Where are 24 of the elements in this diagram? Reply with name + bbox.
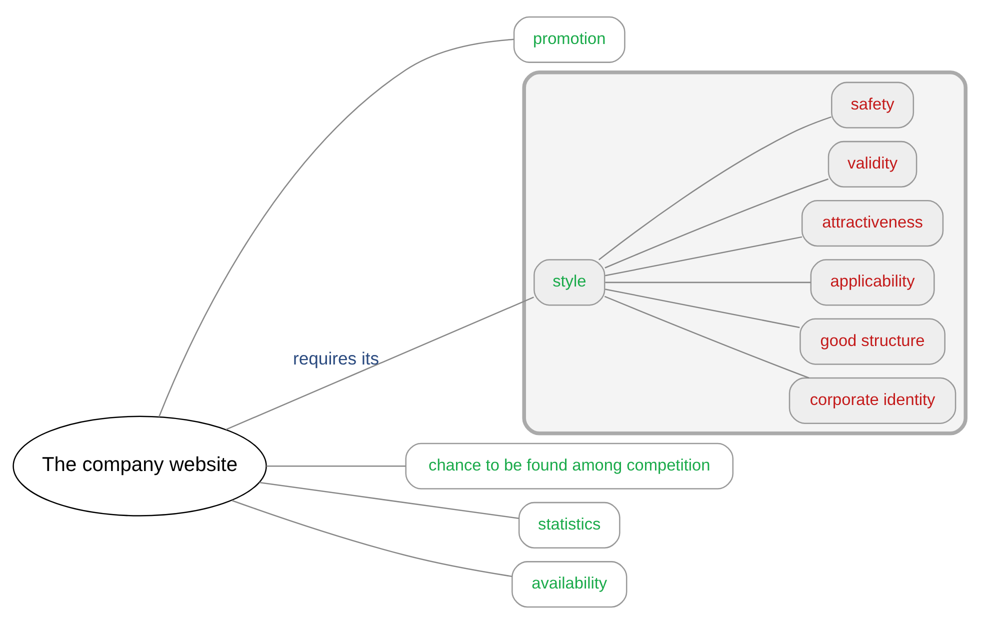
node-ellipse: The company website (12, 415, 267, 516)
connector (266, 464, 406, 466)
cluster (522, 70, 968, 435)
connector (598, 116, 832, 260)
connector (259, 481, 519, 518)
node-box: style (534, 258, 606, 306)
connector (605, 236, 802, 276)
node-box: statistics (518, 501, 620, 548)
node-box: promotion (513, 16, 626, 62)
node-box: corporate identity (788, 376, 956, 424)
node-box: safety (831, 81, 914, 128)
node-box: attractiveness (801, 200, 944, 246)
edge-label: requires its (292, 348, 380, 368)
connector (605, 281, 811, 283)
node-box: applicability (810, 258, 935, 306)
node-box: chance to be found among competition (405, 442, 734, 489)
connector (605, 288, 800, 328)
connector (604, 295, 810, 378)
node-box: validity (828, 140, 918, 187)
node-box: availability (512, 560, 628, 608)
connector (158, 38, 514, 417)
connector (232, 499, 512, 577)
connector (604, 178, 828, 268)
node-box: good structure (800, 318, 946, 364)
